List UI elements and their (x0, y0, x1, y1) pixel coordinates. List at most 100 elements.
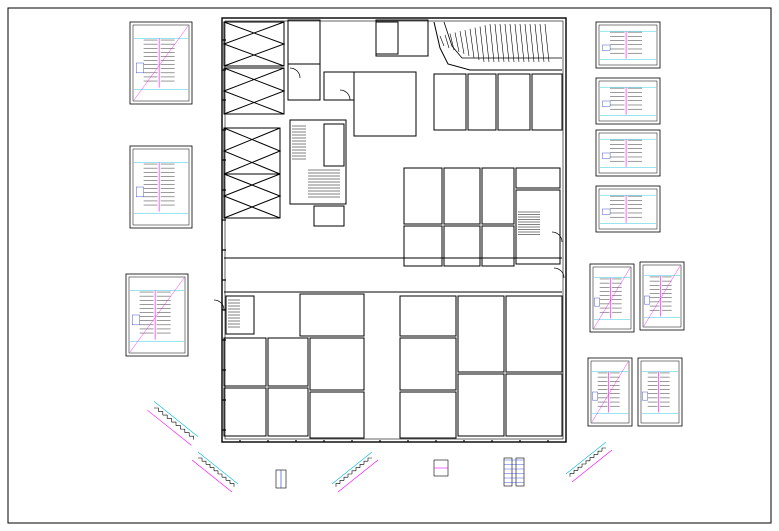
stair-detail-right-6 (639, 261, 685, 331)
step (355, 467, 360, 471)
office-mid-2 (481, 167, 515, 225)
office-br-4 (399, 391, 457, 439)
stair-detail-left-1 (129, 21, 193, 105)
step (167, 418, 172, 423)
stair-detail-left-2 (129, 145, 193, 229)
stair-tread (519, 23, 525, 63)
section-box (503, 457, 513, 487)
step (601, 447, 606, 452)
stair-core (289, 119, 347, 227)
step (206, 464, 211, 468)
door-swing (339, 89, 351, 101)
stair-detail-right-5-wall (592, 266, 632, 330)
sheet-border (7, 7, 772, 524)
step (593, 454, 598, 458)
office-mid-1 (443, 167, 481, 225)
office-br-0 (399, 295, 457, 337)
stair-edge (443, 21, 562, 59)
landing (594, 297, 600, 307)
room-x-1 (223, 173, 281, 219)
step (343, 476, 348, 481)
landing (602, 44, 611, 51)
iso-stair-2 (191, 451, 239, 493)
stair-detail-right-2-wall (598, 80, 658, 122)
top-room (375, 19, 429, 57)
stair-detail-right-7 (587, 357, 633, 427)
stair-detail-right-2 (595, 77, 661, 125)
stair-tread (454, 32, 460, 53)
step (171, 421, 177, 426)
stair-detail-right-5 (589, 263, 635, 333)
stair-detail-right-3-frame (595, 129, 661, 177)
outer-wall (221, 17, 567, 443)
triangle-mark (223, 173, 282, 219)
office-mid-0 (403, 167, 443, 225)
lift-pit (313, 205, 345, 227)
step (184, 432, 190, 437)
step (222, 476, 227, 481)
landing (602, 208, 611, 215)
stair-detail-right-1-wall (598, 24, 658, 66)
office-top-2 (497, 73, 531, 131)
office-bl-4 (267, 387, 309, 437)
office-br-1 (457, 295, 505, 373)
stair-detail-right-4-frame (595, 185, 661, 233)
corridor-room (287, 63, 321, 101)
stair-tread (524, 23, 530, 63)
landing (602, 100, 611, 107)
section-detail-3 (503, 457, 525, 487)
stair-detail-left-3-frame (125, 273, 189, 357)
step (577, 466, 582, 471)
office-bl-1 (267, 337, 309, 387)
step (180, 428, 186, 433)
step (367, 457, 372, 462)
isometric-stair-details (147, 401, 613, 493)
step (158, 411, 164, 416)
office-br-3 (399, 337, 457, 391)
stair-tread (479, 26, 485, 63)
step (162, 414, 168, 419)
lift-shaft (323, 123, 345, 167)
stair-detail-right-3-wall (598, 132, 658, 174)
step (189, 435, 194, 440)
triangle-mark (222, 21, 285, 67)
stair-tread (509, 23, 515, 63)
stair-detail-left-3 (125, 273, 189, 357)
right-stair-box (515, 189, 561, 265)
small-stair-box (225, 295, 255, 335)
section-detail-1 (275, 469, 287, 489)
stair-detail-right-4-wall (598, 188, 658, 230)
diagonal (133, 25, 189, 101)
section-detail-2 (433, 459, 449, 477)
office-bl-2 (309, 337, 365, 391)
door-swing (551, 231, 563, 243)
door-swing (553, 267, 565, 279)
office-bl-5 (309, 391, 365, 439)
rail (153, 401, 199, 437)
landing (602, 152, 611, 159)
shaft-room (287, 19, 321, 65)
stair-tread (474, 27, 480, 61)
stair-detail-right-4 (595, 185, 661, 233)
step (202, 460, 207, 465)
step (597, 450, 602, 455)
room-1 (223, 67, 285, 115)
step (573, 470, 578, 474)
iso-stair-4 (565, 441, 613, 483)
step (339, 480, 344, 484)
stair-tread (469, 28, 475, 59)
stair-detail-right-8 (637, 357, 683, 427)
office-top-3 (531, 73, 563, 131)
triangle-mark (223, 127, 282, 175)
office-top-1 (467, 73, 497, 131)
right-stair (515, 167, 561, 265)
landing (131, 314, 140, 326)
step (347, 473, 352, 478)
stair-detail-right-5-frame (589, 263, 635, 333)
rail (565, 441, 607, 475)
stair-tread (459, 31, 465, 55)
room-x-0 (223, 127, 281, 175)
step (335, 483, 340, 487)
stair-detail-left-1-frame (129, 21, 193, 105)
